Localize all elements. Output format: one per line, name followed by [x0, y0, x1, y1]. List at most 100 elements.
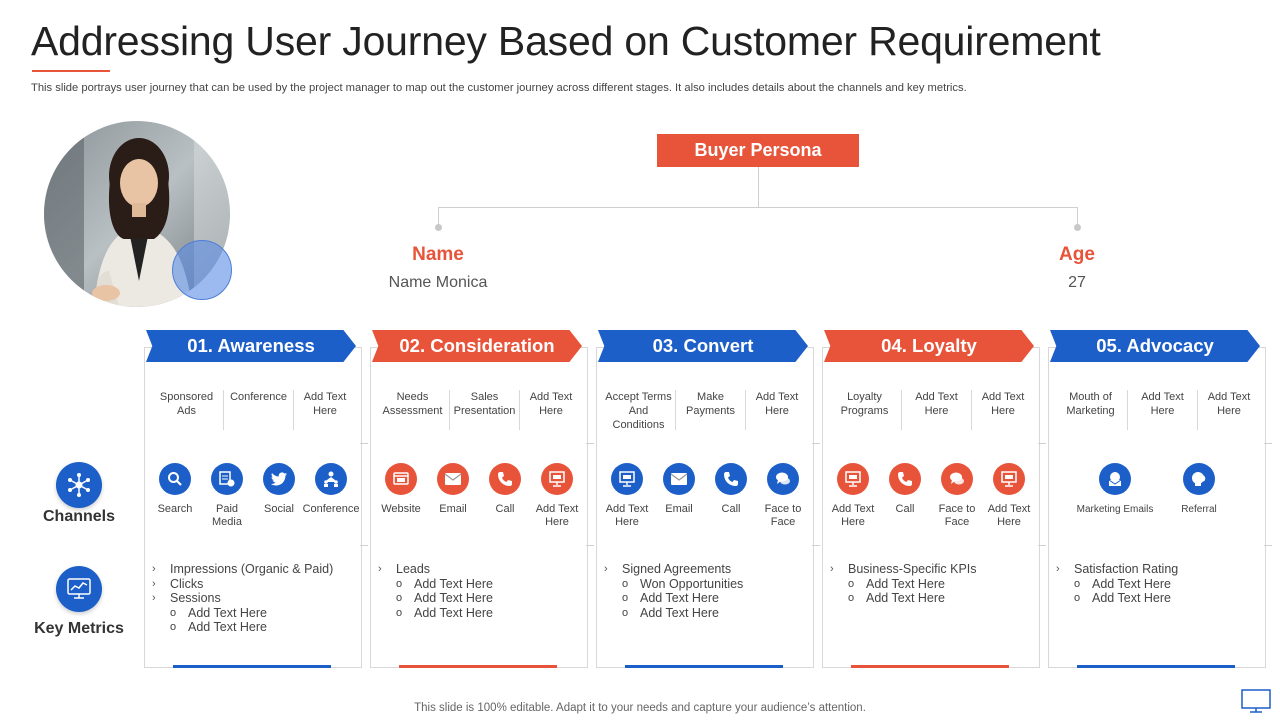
channel-item: Make Payments [676, 390, 746, 430]
channel-icon-label: Referral [1181, 504, 1217, 515]
email-icon [437, 463, 469, 495]
connector-vertical [758, 167, 759, 207]
channel-icon-item: Marketing Emails [1073, 463, 1157, 516]
call-icon [489, 463, 521, 495]
twitter-icon [263, 463, 295, 495]
stage-divider [1264, 443, 1272, 444]
channel-item: Add Text Here [755, 391, 799, 417]
channel-icon-item: Website [375, 463, 427, 529]
connector-dot [435, 224, 442, 231]
key-metrics-list: ›Impressions (Organic & Paid)›Clicks›Ses… [152, 562, 333, 635]
channel-item: Sales Presentation [450, 390, 520, 430]
channels-icon [56, 462, 102, 508]
channel-item: Add Text Here [1128, 390, 1198, 430]
bullet-chevron-icon: › [378, 563, 382, 575]
stage-header: 01. Awareness [146, 330, 356, 362]
bullet-circle-icon: o [396, 592, 403, 604]
stage-divider [1038, 443, 1046, 444]
stage-accent-bar [399, 665, 557, 668]
stage-divider [1264, 545, 1272, 546]
email-icon [663, 463, 695, 495]
channel-icon-item: Referral [1157, 463, 1241, 516]
bullet-circle-icon: o [170, 621, 177, 633]
metric-item: ›Business-Specific KPIs [830, 562, 977, 576]
referral-icon [1183, 463, 1215, 495]
bullet-circle-icon: o [622, 577, 629, 590]
channel-item: Accept Terms And Conditions [602, 390, 676, 431]
bullet-chevron-icon: › [152, 563, 156, 575]
metric-item: ›Sessions [152, 591, 221, 605]
channel-item: Needs Assessment [376, 390, 450, 430]
bullet-circle-icon: o [848, 577, 855, 590]
stage-header: 02. Consideration [372, 330, 582, 362]
channel-icon-item: Email [427, 463, 479, 529]
call-icon [715, 463, 747, 495]
stage-accent-bar [1077, 665, 1235, 668]
channel-icon-label: Marketing Emails [1076, 504, 1154, 515]
bullet-chevron-icon: › [604, 563, 608, 575]
stage-header: 03. Convert [598, 330, 808, 362]
stage-card [822, 347, 1040, 668]
chat-icon [767, 463, 799, 495]
stage-accent-bar [851, 665, 1009, 668]
conference-icon [315, 463, 347, 495]
channel-icon-label: Email [439, 503, 467, 515]
stage-divider [812, 443, 820, 444]
connector-dot [1074, 224, 1081, 231]
stage-accent-bar [173, 665, 331, 668]
channel-icon-label: Call [895, 503, 915, 515]
bullet-circle-icon: o [1074, 592, 1081, 604]
channel-item: Add Text Here [981, 391, 1025, 417]
connector-left [438, 207, 439, 227]
bullet-circle-icon: o [848, 592, 855, 604]
stage-divider [360, 545, 368, 546]
connector-right [1077, 207, 1078, 227]
name-value: Name Monica [388, 274, 488, 291]
channel-item: Add Text Here [529, 391, 573, 417]
metric-item: ›Signed Agreements [604, 562, 732, 576]
stage-divider [586, 443, 594, 444]
stage-divider [812, 545, 820, 546]
channel-item: Add Text Here [1207, 391, 1251, 417]
metric-item: ›Clicks [152, 576, 204, 591]
slide-title: Addressing User Journey Based on Custome… [31, 18, 1101, 64]
channels-label: Channels [42, 508, 115, 525]
stage-divider [586, 545, 594, 546]
title-underline [32, 70, 110, 72]
monitor-icon [541, 463, 573, 495]
persona-photo [44, 121, 230, 307]
channel-item: Add Text Here [902, 390, 972, 430]
website-icon [385, 463, 417, 495]
channel-icon-item: Email [653, 463, 705, 529]
stage-divider [1038, 545, 1046, 546]
channel-icon-label: Social [264, 503, 294, 515]
search-icon [159, 463, 191, 495]
